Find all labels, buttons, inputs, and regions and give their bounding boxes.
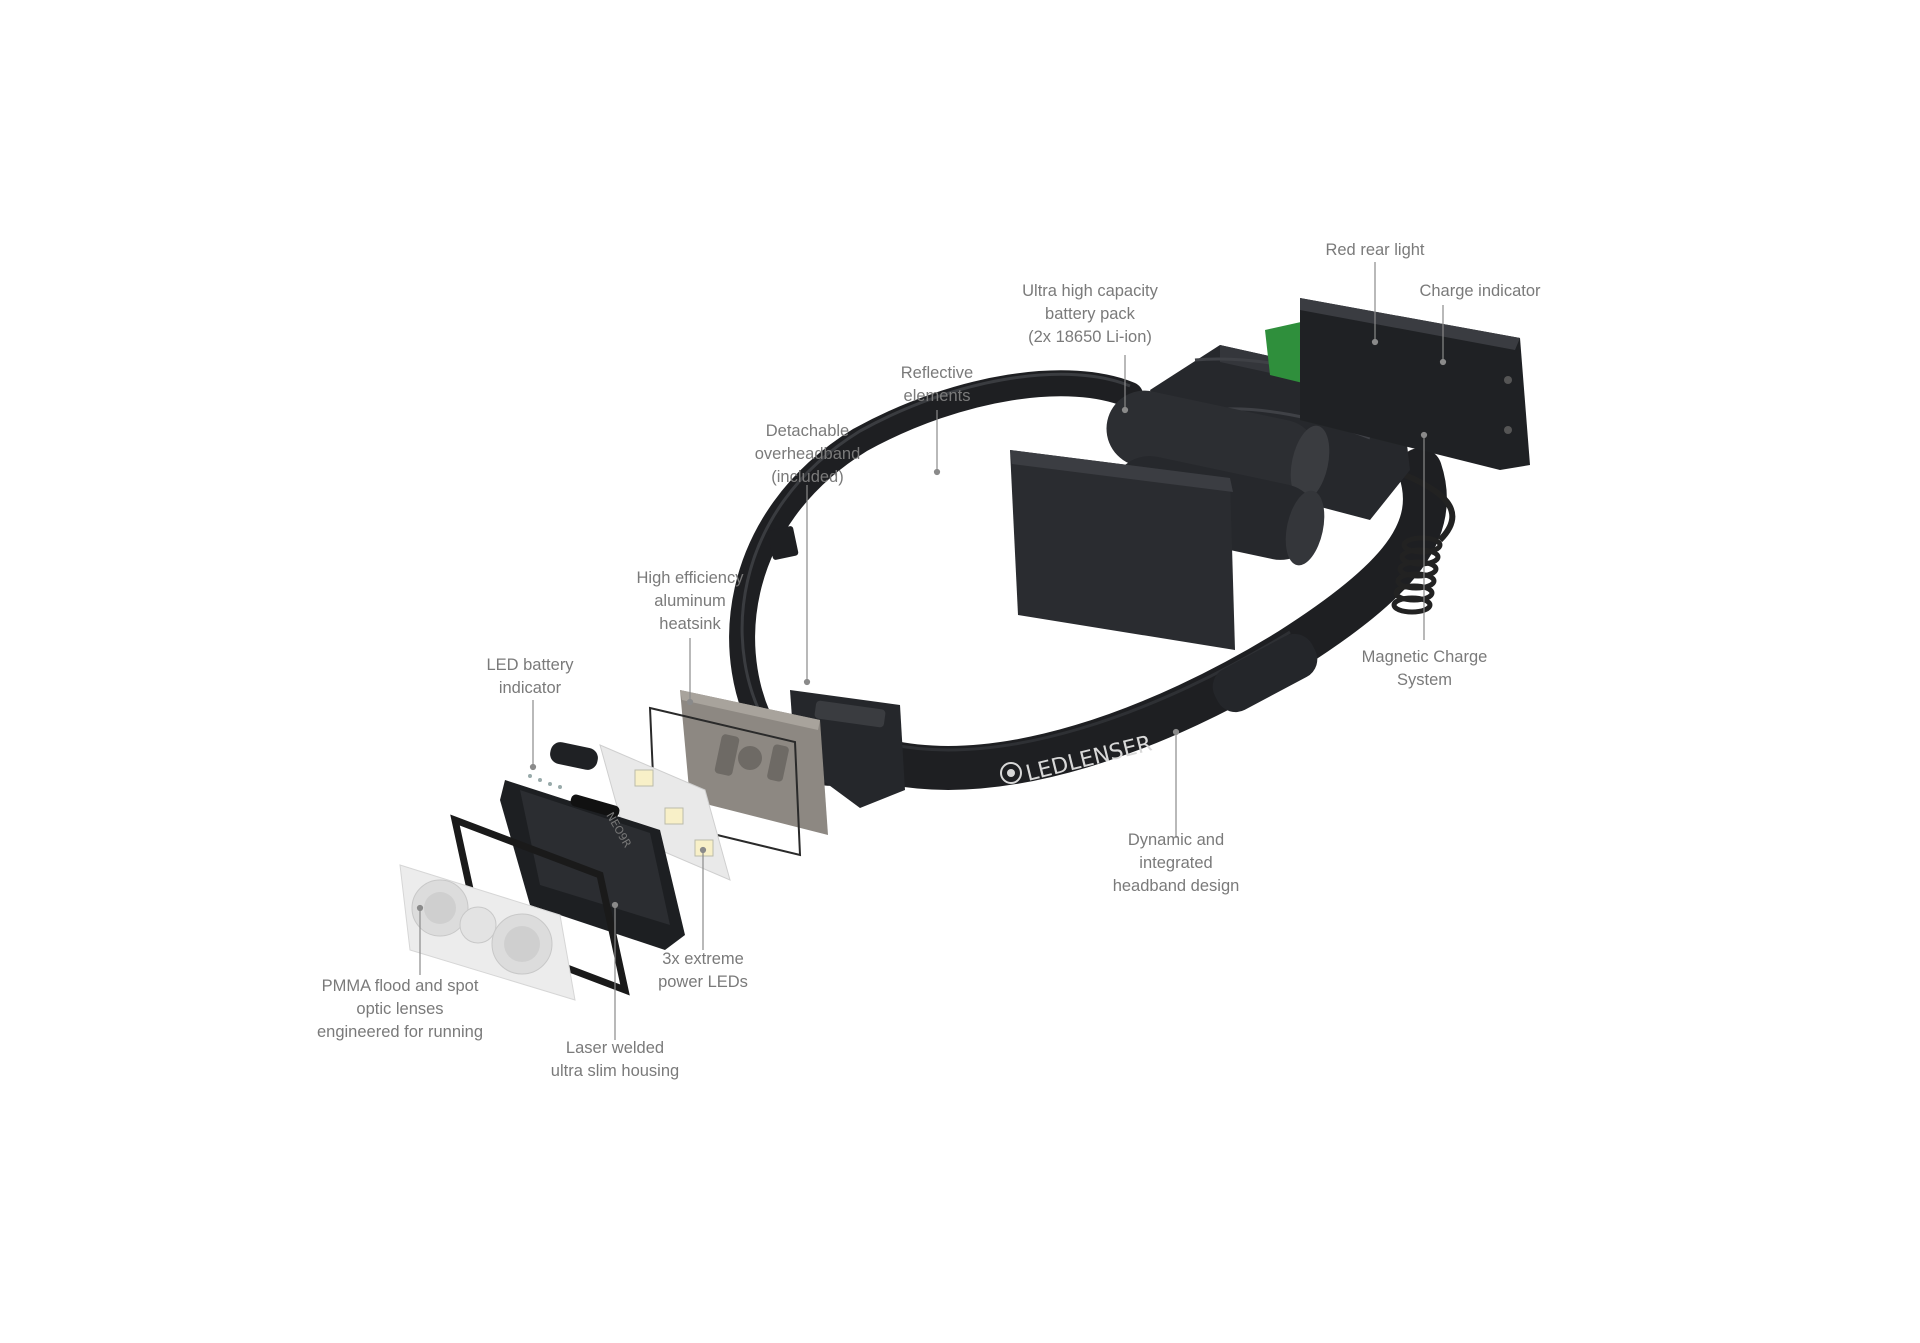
leader-lines (416, 262, 1447, 1040)
callout-reflective-elements: Reflective elements (900, 364, 974, 405)
callout-led-battery-indicator: LED battery indicator (486, 656, 574, 697)
rear-light-module (1300, 298, 1530, 470)
front-mount (790, 690, 905, 808)
callout-magnetic-charge: Magnetic Charge System (1361, 648, 1488, 689)
optic-lenses (399, 864, 576, 1001)
heatsink-plate (680, 690, 828, 835)
callout-headband-design: Dynamic and integrated headband design (1112, 831, 1240, 895)
callout-optic-lenses: PMMA flood and spot optic lenses enginee… (316, 977, 484, 1041)
front-housing: NEO9R (500, 774, 685, 950)
callout-heatsink: High efficiency aluminum heatsink (636, 569, 744, 633)
overheadband-clip (767, 526, 799, 560)
callout-housing: Laser welded ultra slim housing (550, 1039, 680, 1080)
callout-overheadband: Detachable overheadband (included) (754, 422, 861, 486)
callout-charge-indicator: Charge indicator (1419, 282, 1541, 300)
strap-adjuster (1212, 472, 1456, 713)
power-button (550, 742, 598, 770)
callout-red-rear-light: Red rear light (1325, 241, 1425, 259)
battery-plate (1010, 450, 1235, 650)
led-board (599, 744, 731, 881)
callout-battery-pack: Ultra high capacity battery pack (2x 186… (1022, 282, 1158, 346)
coiled-cable (1391, 535, 1443, 615)
callout-power-leds: 3x extreme power LEDs (658, 950, 748, 991)
